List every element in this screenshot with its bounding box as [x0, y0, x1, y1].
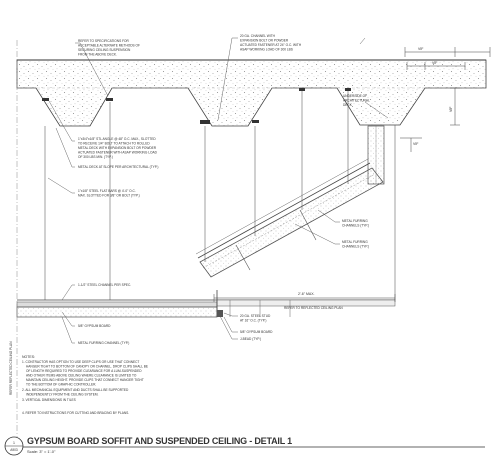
svg-text:AND OTHER ITEMS ABOVE CEILING: AND OTHER ITEMS ABOVE CEILING WHERE CLEA… — [26, 374, 137, 378]
svg-text:TO RECEIVE 1/4" BOLT TO ATTACH: TO RECEIVE 1/4" BOLT TO ATTACH TO ROLLED — [78, 142, 150, 146]
soffit-wall — [367, 125, 385, 185]
svg-text:OF LENGTH REQUIRED TO PROVIDE: OF LENGTH REQUIRED TO PROVIDE CLEARANCE … — [26, 369, 142, 373]
sheet-number: A903 — [10, 448, 18, 452]
callout-angle-clip: 1"x3/4"x1/8" STL ANGLE @ 48" O.C. MAX., … — [78, 137, 158, 159]
svg-text:ACTUATED FASTENER AT 24" O.C.: ACTUATED FASTENER AT 24" O.C. WITH — [240, 43, 302, 47]
svg-text:ACTUATED FASTENER WITH ASAP WO: ACTUATED FASTENER WITH ASAP WORKING LOAD — [78, 151, 158, 155]
callout-gyp-left: 5/8" GYPSUM BOARD — [78, 324, 111, 328]
callout-furring-3: METAL FURRING CHANNEL (TYP.) — [78, 341, 129, 345]
svg-text:5/8" GYPSUM BOARD: 5/8" GYPSUM BOARD — [78, 324, 111, 328]
svg-text:METAL FURRING: METAL FURRING — [342, 240, 368, 244]
svg-text:FROM THE ABOVE DECK.: FROM THE ABOVE DECK. — [78, 53, 117, 57]
notes-refer: 4. REFER TO INSTRUCTIONS FOR CUTTING AND… — [22, 411, 129, 415]
callout-j-bead: J-BEAD (TYP.) — [240, 337, 261, 341]
suspended-ceiling — [16, 290, 396, 318]
callout-furring-2: METAL FURRING CHANNELS (TYP.) — [342, 240, 369, 249]
svg-text:ARCHITECTURAL: ARCHITECTURAL — [343, 99, 370, 103]
detail-number: 1 — [13, 441, 15, 445]
svg-text:CHANNELS (TYP.): CHANNELS (TYP.) — [342, 245, 369, 249]
svg-text:1-1/2" STEEL CHANNEL PER SPEC.: 1-1/2" STEEL CHANNEL PER SPEC. — [78, 283, 131, 287]
callout-top-left: REFER TO SPECIFICATIONS FOR ACCEPTABLE A… — [78, 39, 140, 57]
svg-text:SECURING CEILING SUSPENSION: SECURING CEILING SUSPENSION — [78, 48, 131, 52]
svg-text:ASAP WORKING LOAD OF 300 LBS: ASAP WORKING LOAD OF 300 LBS — [240, 48, 293, 52]
hanger-wires — [44, 88, 396, 300]
concrete-deck — [16, 59, 487, 127]
svg-text:METAL FURRING: METAL FURRING — [342, 219, 368, 223]
svg-text:OF 300 LBS MIN. (TYP.): OF 300 LBS MIN. (TYP.) — [78, 155, 113, 159]
vertical-label: REFER REFLECTED CEILING PLAN — [9, 341, 13, 395]
detail-scale: Scale: 3" = 1'-0" — [27, 449, 56, 454]
svg-text:1. CONTRACTOR HAS OPTION TO US: 1. CONTRACTOR HAS OPTION TO USE DEEP CLI… — [22, 360, 139, 364]
callout-flat-bars: 1"x1/8" STEEL FLAT BARS @ 4'-0" O.C. MAX… — [78, 189, 140, 198]
svg-text:INDEPENDENTLY FROM THE CEILING: INDEPENDENTLY FROM THE CEILING SYSTEM. — [26, 393, 99, 397]
svg-text:MAX. SLOTTED FOR 3/8" OR BOLT: MAX. SLOTTED FOR 3/8" OR BOLT (TYP.) — [78, 194, 140, 198]
svg-text:CHANNELS (TYP.): CHANNELS (TYP.) — [342, 224, 369, 228]
callout-gyp-right: 5/8" GYPSUM BOARD — [240, 330, 273, 334]
svg-text:METAL DECK AT SLOPE PER ARCHIT: METAL DECK AT SLOPE PER ARCHITECTURAL (T… — [78, 165, 158, 169]
leader-lines — [47, 37, 389, 344]
dim-offset: VIF — [413, 142, 418, 146]
dim-top-1: VIF — [418, 47, 423, 51]
svg-text:3. VERTICAL DIMENSIONS IN TILE: 3. VERTICAL DIMENSIONS IN TILES — [22, 398, 76, 402]
svg-text:UNDERSIDE OF: UNDERSIDE OF — [343, 94, 367, 98]
svg-text:REFER TO SPECIFICATIONS FOR: REFER TO SPECIFICATIONS FOR — [78, 39, 130, 43]
svg-text:1"x1/8" STEEL FLAT BARS @ 4'-0: 1"x1/8" STEEL FLAT BARS @ 4'-0" O.C. — [78, 189, 136, 193]
svg-text:METAL DECK WITH EXPANSION BOLT: METAL DECK WITH EXPANSION BOLT OR POWDER — [78, 146, 157, 150]
notes-block: NOTES: 1. CONTRACTOR HAS OPTION TO USE D… — [22, 355, 148, 415]
svg-text:EXPANSION BOLT OR POWDER: EXPANSION BOLT OR POWDER — [240, 39, 289, 43]
svg-text:5/8" GYPSUM BOARD: 5/8" GYPSUM BOARD — [240, 330, 273, 334]
title-block: 1 A903 GYPSUM BOARD SOFFIT AND SUSPENDED… — [4, 436, 485, 456]
dimension-lines — [213, 47, 491, 302]
svg-text:1"x3/4"x1/8" STL ANGLE @ 48" O: 1"x3/4"x1/8" STL ANGLE @ 48" O.C. MAX., … — [78, 137, 156, 141]
callout-furring-1: METAL FURRING CHANNELS (TYP.) — [342, 219, 369, 228]
notes-heading: NOTES: — [22, 355, 35, 359]
svg-text:DECK: DECK — [343, 103, 353, 107]
sloped-soffit — [195, 158, 384, 278]
detail-title: GYPSUM BOARD SOFFIT AND SUSPENDED CEILIN… — [27, 436, 292, 446]
svg-text:METAL FURRING CHANNEL (TYP.): METAL FURRING CHANNEL (TYP.) — [78, 341, 129, 345]
dim-top-2: VIF — [432, 61, 437, 65]
svg-text:ACCEPTABLE ALTERNATE METHODS O: ACCEPTABLE ALTERNATE METHODS OF — [78, 44, 140, 48]
svg-text:20 GA. CHANNEL WITH: 20 GA. CHANNEL WITH — [240, 34, 276, 38]
angle-clips — [42, 88, 351, 124]
svg-text:20 GA. STEEL STUD: 20 GA. STEEL STUD — [240, 314, 271, 318]
callout-deck-slope: METAL DECK AT SLOPE PER ARCHITECTURAL (T… — [78, 165, 158, 169]
dim-bottom-note: REFER TO REFLECTED CEILING PLAN — [284, 306, 343, 310]
callout-studs: 20 GA. STEEL STUD AT 16" O.C. (TYP.) — [240, 314, 271, 323]
callout-underside-deck: UNDERSIDE OF ARCHITECTURAL DECK — [343, 94, 370, 107]
svg-text:TO THE BOTTOM OF GRAPHIC CONTR: TO THE BOTTOM OF GRAPHIC CONTROLLER. — [26, 383, 96, 387]
dim-bottom-span: 2'-6" MAX. — [298, 292, 315, 296]
callout-top-center: 20 GA. CHANNEL WITH EXPANSION BOLT OR PO… — [240, 34, 302, 52]
svg-text:AT 16" O.C. (TYP.): AT 16" O.C. (TYP.) — [240, 319, 266, 323]
callout-channel: 1-1/2" STEEL CHANNEL PER SPEC. — [78, 283, 131, 287]
svg-text:MAINTAIN CEILING HEIGHT. PROVI: MAINTAIN CEILING HEIGHT. PROVIDE CLIPS T… — [26, 378, 144, 382]
svg-text:2. ALL MECHANICAL EQUIPMENT AN: 2. ALL MECHANICAL EQUIPMENT AND DUCTS SH… — [22, 388, 129, 392]
svg-text:J-BEAD (TYP.): J-BEAD (TYP.) — [240, 337, 261, 341]
dim-right-vertical: VIF — [449, 107, 453, 112]
svg-text:HANGER TIGHT TO BOTTOM OF CANO: HANGER TIGHT TO BOTTOM OF CANOPY OR CHAN… — [26, 365, 148, 369]
